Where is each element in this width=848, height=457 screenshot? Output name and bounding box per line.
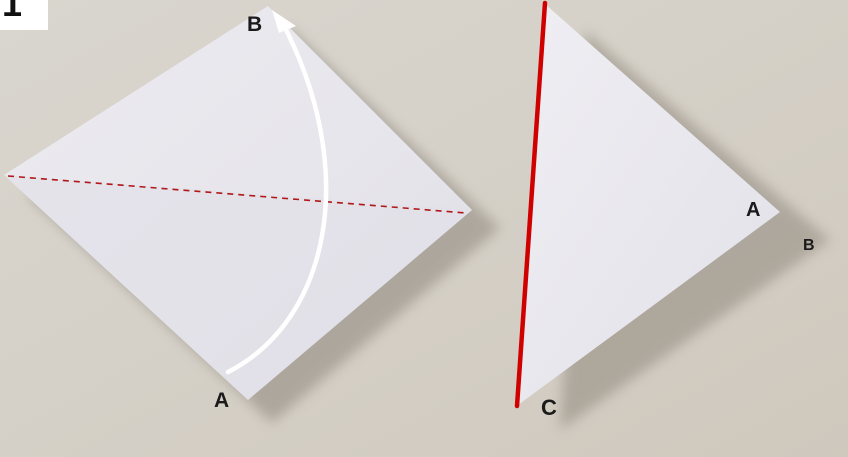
- step-number: 1: [2, 0, 23, 24]
- label-b-left: B: [247, 13, 263, 36]
- fold-arrow-head: [272, 10, 296, 33]
- step-badge: 1: [0, 0, 48, 30]
- right-paper-triangle: [518, 4, 780, 405]
- folded-edge-line: [514, 0, 548, 409]
- label-a-right: A: [746, 199, 761, 221]
- label-a-left: A: [214, 389, 230, 412]
- label-c-right: C: [541, 395, 557, 420]
- left-paper-lower-half: [4, 175, 472, 400]
- label-b-right: B: [803, 237, 815, 254]
- fold-arrow: [225, 19, 329, 375]
